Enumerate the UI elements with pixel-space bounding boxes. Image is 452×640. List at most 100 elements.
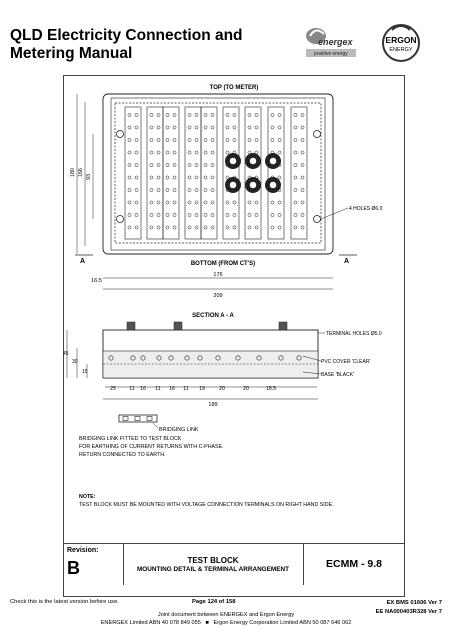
spacing-dim: 18.5 — [266, 386, 276, 392]
drawing-frame — [63, 75, 405, 597]
voltage-terminal-knob — [225, 153, 241, 169]
mounting-holes — [116, 130, 321, 223]
energex-tagline: positive energy — [314, 51, 348, 57]
bridging-link-graphic — [118, 414, 158, 423]
voltage-terminal-knob — [265, 153, 281, 169]
dim-176: 176 — [213, 272, 222, 278]
section-terminal — [296, 355, 302, 361]
technical-drawing: TOP (TO METER) 4 HOLES Ø6.0 180 166 93 A… — [63, 85, 383, 508]
section-terminal — [108, 355, 114, 361]
drawing-code: ECMM - 9.8 — [325, 558, 382, 570]
spacing-dim: 11 — [129, 386, 134, 392]
dim-45: 45 — [63, 351, 69, 357]
pvc-cover-label: PVC COVER 'CLEAR' — [321, 359, 370, 365]
terminal-holes-label: TERMINAL HOLES Ø5.0 — [326, 331, 382, 337]
energex-brand: energex — [318, 37, 354, 47]
section-terminal — [140, 355, 146, 361]
section-stud — [126, 321, 136, 331]
terminal-strip — [222, 106, 240, 240]
section-terminal — [215, 355, 221, 361]
section-title: SECTION A - A — [192, 313, 234, 319]
spacing-dim: 11 — [155, 386, 160, 392]
terminal-strip — [200, 106, 218, 240]
dim-93: 93 — [86, 174, 92, 180]
spacing-dim: 20 — [243, 386, 249, 392]
bullet-icon: ■ — [202, 620, 212, 626]
drawing-subtitle: MOUNTING DETAIL & TERMINAL ARRANGEMENT — [136, 566, 290, 573]
ergon-brand-line1: ERGON — [385, 35, 416, 45]
section-terminal — [278, 355, 284, 361]
footer-version-note: Check this is the latest version before … — [10, 599, 119, 605]
terminal-strips — [124, 106, 308, 240]
bridging-note-1: BRIDGING LINK FITTED TO TEST BLOCK — [79, 436, 182, 442]
voltage-terminal-knob — [245, 153, 261, 169]
dim-209: 209 — [213, 293, 222, 299]
manual-title-line2: Metering Manual — [10, 45, 133, 62]
manual-title-line1: QLD Electricity Connection and — [10, 27, 243, 44]
section-terminal — [184, 355, 190, 361]
spacing-dim: 16 — [169, 386, 175, 392]
spacing-dim: 11 — [183, 386, 188, 392]
spacing-dim: 16 — [140, 386, 146, 392]
drawing-title-cell: TEST BLOCK MOUNTING DETAIL & TERMINAL AR… — [123, 544, 304, 585]
terminal-strip — [244, 106, 262, 240]
dim-166: 166 — [78, 168, 84, 177]
revision-value: B — [67, 558, 80, 578]
ergon-logo: ERGON ENERGY — [382, 24, 420, 62]
terminal-strip — [146, 106, 164, 240]
voltage-terminal-knob — [265, 177, 281, 193]
dim-189: 189 — [208, 402, 217, 408]
revision-cell: Revision: B — [63, 544, 124, 585]
spacing-dim: 19 — [199, 386, 205, 392]
section-terminals — [108, 321, 302, 361]
block-outline — [102, 93, 334, 255]
spacing-dim: 20 — [219, 386, 225, 392]
footer-abn-energex: ENERGEX Limited ABN 40 078 849 055 — [100, 620, 201, 626]
terminal-spacing-dims: 25 11 16 11 16 11 19 20 20 18.5 — [110, 386, 276, 392]
footer-references: EX BMS 01606 Ver 7 EE NA000403R328 Ver 7 — [376, 599, 442, 617]
section-marker-right: A — [344, 258, 349, 265]
bottom-label: BOTTOM (FROM CT'S) — [191, 261, 255, 267]
title-block: Revision: B TEST BLOCK MOUNTING DETAIL &… — [63, 543, 405, 585]
bridging-note-3: RETURN CONNECTED TO EARTH. — [79, 452, 166, 458]
footer-ref-ergon: EE NA000403R328 Ver 7 — [375, 609, 442, 615]
footer-abn-ergon: Ergon Energy Corporation Limited ABN 50 … — [213, 620, 352, 626]
footer-abn-line: ENERGEX Limited ABN 40 078 849 055 ■ Erg… — [0, 619, 452, 627]
section-terminal — [235, 355, 241, 361]
revision-label: Revision: — [67, 547, 99, 554]
top-label: TOP (TO METER) — [210, 85, 259, 91]
dim-30: 30 — [72, 359, 78, 365]
bridging-note-2: FOR EARTHING OF CURRENT RETURNS WITH C-P… — [79, 444, 224, 450]
dim-180: 180 — [70, 168, 76, 177]
note-title: NOTE: — [79, 494, 96, 500]
section-terminal — [168, 355, 174, 361]
section-marker-left: A — [80, 258, 85, 265]
section-terminal — [156, 355, 162, 361]
terminal-strip — [290, 106, 308, 240]
energex-logo: energex positive energy — [306, 28, 356, 57]
footer-joint-text: Joint document between ENERGEX and Ergon… — [157, 612, 295, 618]
terminal-strip — [267, 106, 285, 240]
manual-title: QLD Electricity Connection and Metering … — [10, 27, 280, 63]
terminal-strip — [124, 106, 142, 240]
dim-15: 15 — [82, 369, 88, 375]
base-label: BASE 'BLACK' — [321, 372, 354, 378]
footer-joint: Joint document between ENERGEX and Ergon… — [0, 611, 452, 627]
section-stud — [173, 321, 183, 331]
spacing-dim: 25 — [110, 386, 116, 392]
holes-label: 4 HOLES Ø6.0 — [349, 206, 383, 212]
note-text: TEST BLOCK MUST BE MOUNTED WITH VOLTAGE … — [79, 502, 334, 508]
voltage-terminals — [225, 153, 281, 193]
footer-ref-energex: EX BMS 01606 Ver 7 — [386, 600, 442, 606]
terminal-strip — [162, 106, 180, 240]
section-stud — [278, 321, 288, 331]
drawing-title: TEST BLOCK — [187, 556, 239, 565]
section-terminal — [256, 355, 262, 361]
bridging-link-label: BRIDGING LINK — [159, 427, 199, 433]
voltage-terminal-knob — [245, 177, 261, 193]
terminal-strip — [184, 106, 202, 240]
ergon-brand-line2: ENERGY — [389, 47, 413, 53]
section-terminal — [197, 355, 203, 361]
voltage-terminal-knob — [225, 177, 241, 193]
footer-page-number: Page 124 of 158 — [192, 599, 236, 605]
